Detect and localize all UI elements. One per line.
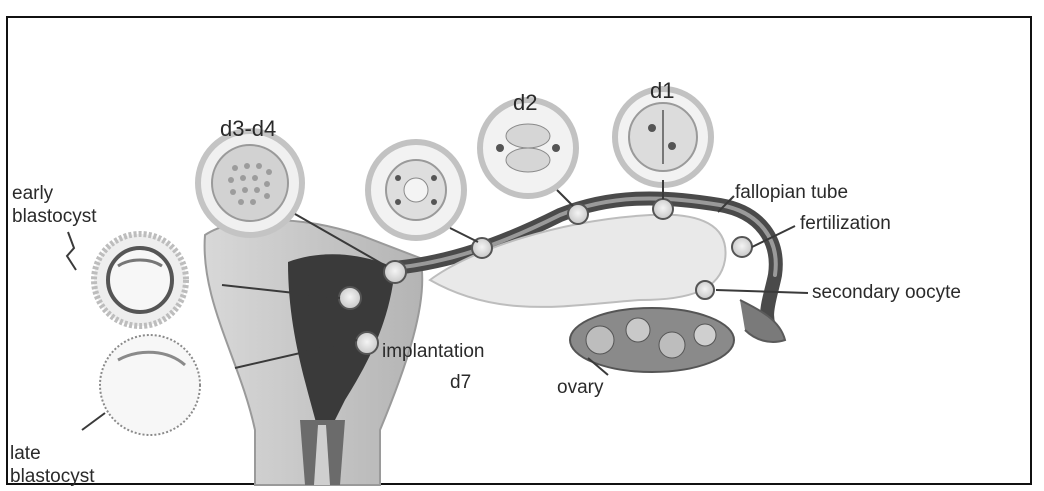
label-d1: d1 [650,80,674,102]
ovary-follicle-4 [694,324,716,346]
label-late-blastocyst-line1: late [10,443,41,465]
magnified-d3-d4 [198,131,302,235]
ovary-follicle-3 [659,332,685,358]
leader-secondary-oocyte [716,290,808,293]
label-late-blastocyst-line2: blastocyst [10,466,94,488]
label-d2: d2 [513,92,537,114]
early-blastocyst [94,234,186,326]
ovary-follicle-2 [626,318,650,342]
broad-ligament [430,215,726,307]
magnified-d1 [615,89,711,185]
label-fallopian-tube: fallopian tube [735,182,848,204]
label-implantation: implantation [382,341,484,363]
label-ovary: ovary [557,377,603,399]
leader-late-arrow [82,413,105,430]
magnified-d3 [368,142,464,238]
embryo-secondary-oocyte [696,281,714,299]
embryo-d1 [653,199,673,219]
label-early-blastocyst-line1: early [12,183,53,205]
ovary-follicle-1 [586,326,614,354]
label-fertilization: fertilization [800,213,891,235]
embryo-implantation [356,332,378,354]
label-d7: d7 [450,372,471,394]
label-d3-d4: d3-d4 [220,118,276,140]
leader-d2 [557,190,573,206]
label-secondary-oocyte: secondary oocyte [812,282,961,304]
late-blastocyst [100,335,200,435]
label-early-blastocyst-line2: blastocyst [12,206,96,228]
embryo-d5 [339,287,361,309]
leader-early-wave [67,232,76,270]
leader-d3 [450,228,478,242]
embryo-fertilization [732,237,752,257]
embryo-d2 [568,204,588,224]
embryo-d4 [384,261,406,283]
